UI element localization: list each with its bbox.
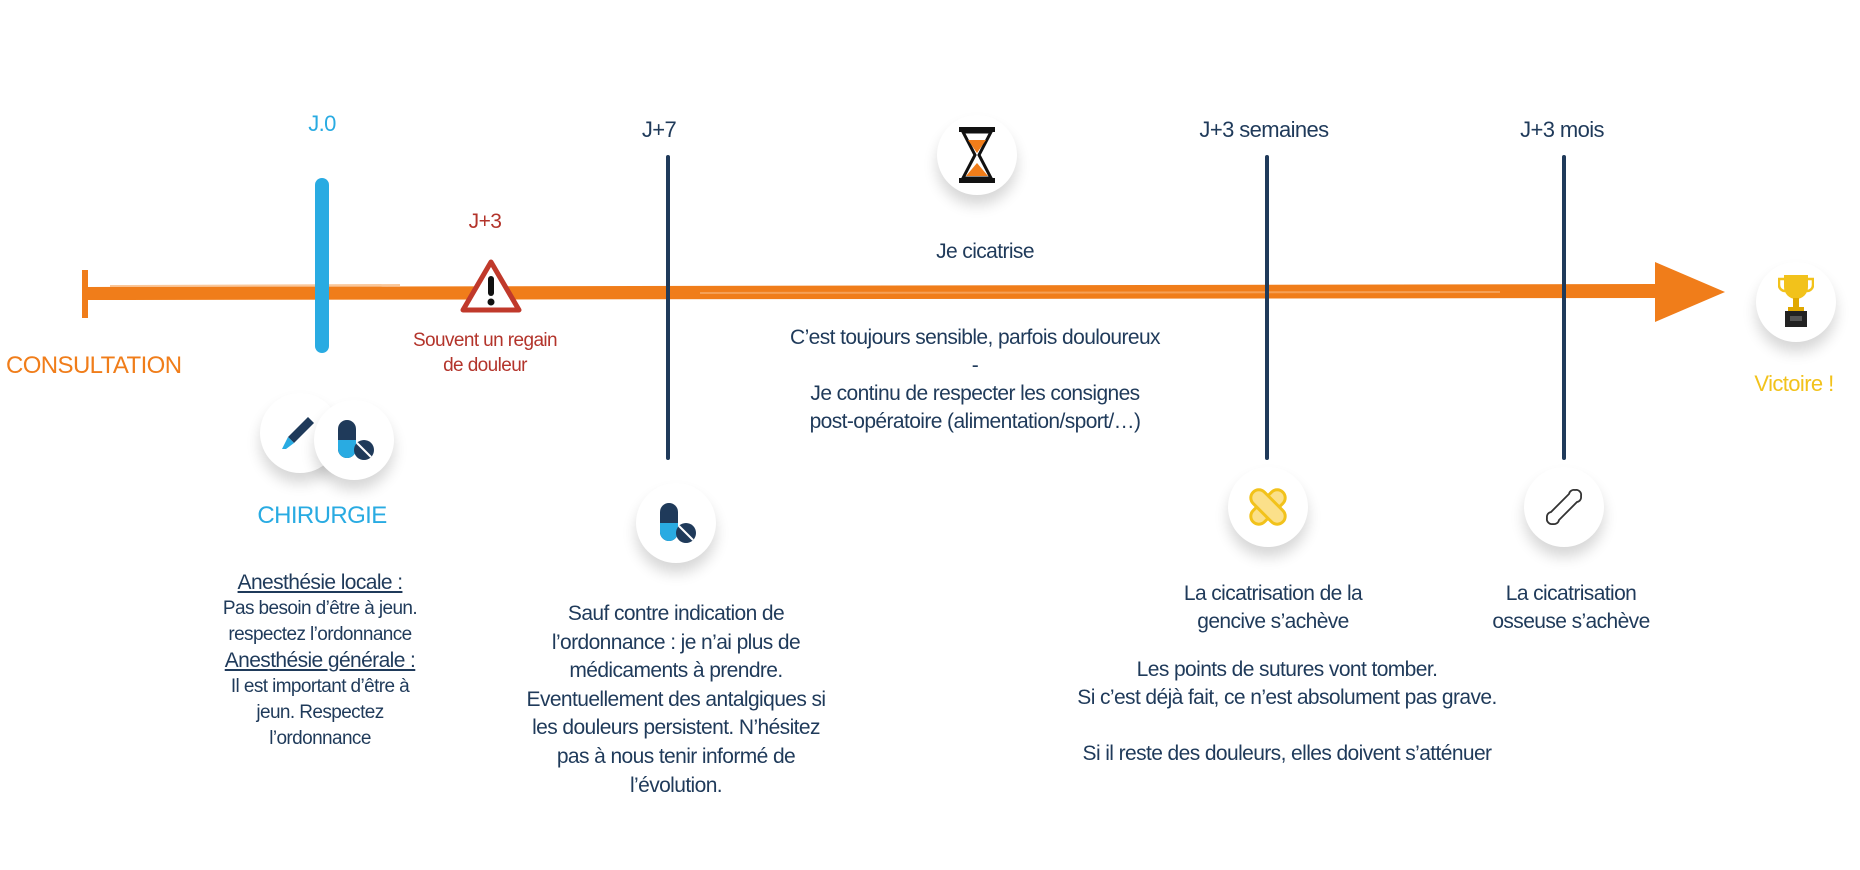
healing-title: Je cicatrise	[936, 240, 1034, 263]
note-line: de douleur	[443, 355, 527, 376]
warning-icon	[460, 259, 522, 313]
note-line: Souvent un regain	[412, 330, 558, 351]
sutures-note: Les points de sutures vont tomber. Si c’…	[1077, 656, 1497, 768]
note-line: Pas besoin d’être à jeun.	[222, 598, 418, 619]
note-line: l’ordonnance	[269, 728, 371, 749]
note-line: osseuse s’achève	[1492, 610, 1650, 633]
note-line: Si il reste des douleurs, elles doivent …	[1082, 742, 1493, 765]
general-anesthesia-heading: Anesthésie générale :	[224, 649, 416, 672]
note-line: La cicatrisation de la	[1183, 582, 1363, 605]
note-line: l’ordonnance : je n’ai plus de	[551, 630, 801, 654]
j3w-note: La cicatrisation de la gencive s’achève	[1183, 580, 1363, 636]
chirurgie-title: CHIRURGIE	[257, 502, 387, 529]
note-line: Les points de sutures vont tomber.	[1136, 658, 1438, 681]
note-line: médicaments à prendre.	[569, 659, 783, 683]
note-line: jeun. Respectez	[256, 702, 384, 723]
victory-label: Victoire !	[1754, 371, 1834, 396]
note-line: Si c’est déjà fait, ce n’est absolument …	[1077, 686, 1497, 709]
j3-note: Souvent un regain de douleur	[412, 328, 558, 378]
note-line: C’est toujours sensible, parfois doulour…	[790, 326, 1161, 349]
note-line: -	[971, 354, 979, 377]
hourglass-icon	[937, 115, 1017, 195]
local-anesthesia-heading: Anesthésie locale :	[237, 571, 403, 594]
j3m-marker	[1562, 155, 1566, 460]
j0-label: J.0	[308, 111, 336, 136]
j3m-note: La cicatrisation osseuse s’achève	[1492, 580, 1650, 636]
bone-icon	[1524, 467, 1604, 547]
note-line: gencive s’achève	[1197, 610, 1349, 633]
j3w-marker	[1265, 155, 1269, 460]
j3w-label: J+3 semaines	[1199, 117, 1329, 142]
j7-marker	[666, 155, 670, 460]
note-line: Il est important d’être à	[230, 676, 410, 697]
consultation-label: CONSULTATION	[6, 352, 182, 379]
trophy-icon	[1756, 262, 1836, 342]
j7-label: J+7	[641, 117, 677, 142]
note-line: Je continu de respecter les consignes	[810, 382, 1140, 405]
healing-note: C’est toujours sensible, parfois doulour…	[790, 324, 1161, 436]
pills-icon	[314, 400, 394, 480]
j7-note: Sauf contre indication de l’ordonnance :…	[526, 600, 827, 800]
note-line	[1077, 712, 1496, 740]
note-line: l’évolution.	[629, 773, 723, 797]
anesthesia-notes: Anesthésie locale : Pas besoin d’être à …	[222, 570, 418, 752]
note-line: respectez l’ordonnance	[228, 624, 412, 645]
note-line: post-opératoire (alimentation/sport/…)	[809, 410, 1141, 433]
pills-icon	[636, 483, 716, 563]
note-line: La cicatrisation	[1505, 582, 1637, 605]
bandage-icon	[1228, 467, 1308, 547]
j3m-label: J+3 mois	[1520, 117, 1604, 142]
note-line: Sauf contre indication de	[567, 602, 785, 625]
note-line: pas à nous tenir informé de	[556, 744, 796, 768]
note-line: les douleurs persistent. N’hésitez	[532, 716, 820, 740]
j0-marker	[315, 178, 329, 353]
note-line: Eventuellement des antalgiques si	[526, 687, 827, 711]
j3-label: J+3	[468, 210, 502, 233]
